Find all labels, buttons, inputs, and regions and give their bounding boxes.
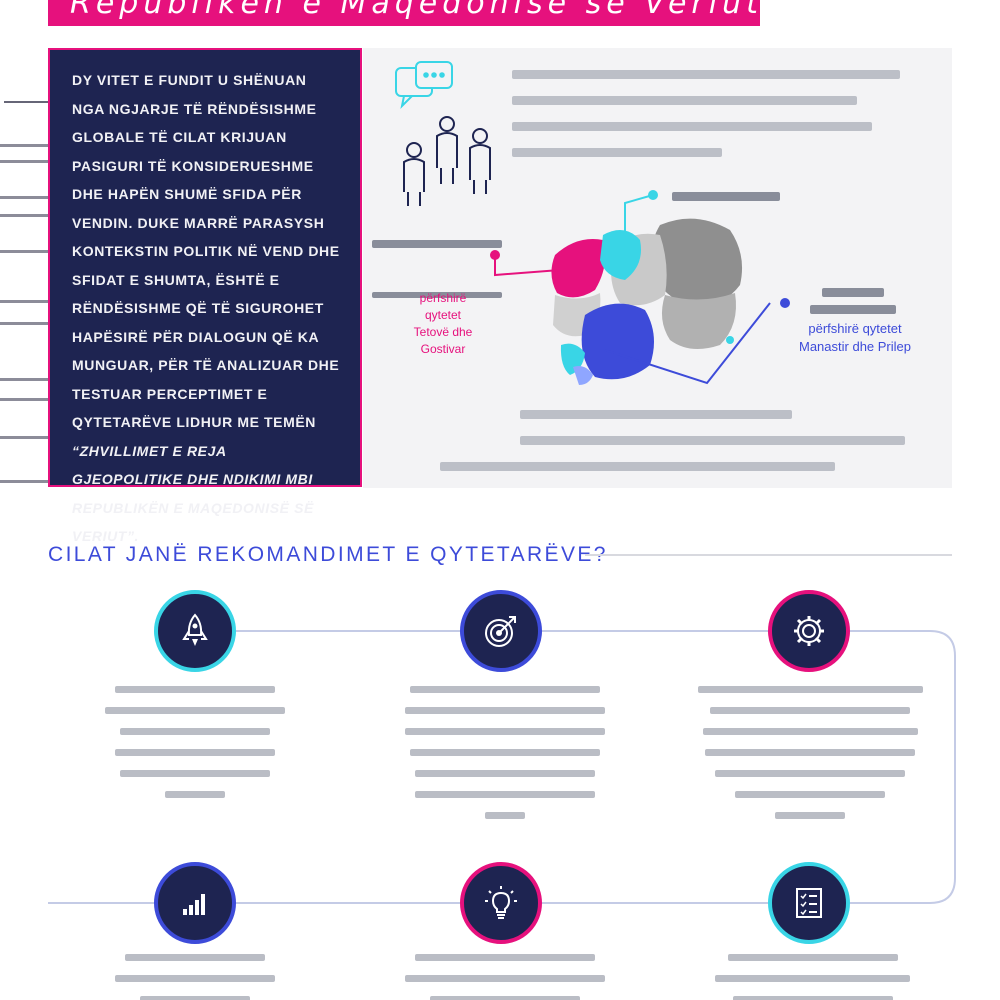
recommendation-4-badge [154, 862, 236, 944]
recommendation-1-text [95, 686, 295, 812]
map-note-west: përfshirë qytetet Tetovë dhe Gostivar [413, 291, 473, 356]
map-region-south [661, 293, 736, 349]
map-region-ohrid [573, 366, 593, 385]
flow-connector [48, 630, 956, 904]
bar-chart-icon [183, 894, 205, 915]
title-banner: Republikën e Maqedonisë së Veriut [48, 0, 760, 26]
regions-map [490, 190, 790, 385]
bleed-rule [4, 101, 78, 103]
map-region-pelagonia [581, 303, 654, 380]
checklist-icon [796, 888, 822, 918]
recommendation-3-text [695, 686, 925, 833]
map-region-skopje [600, 230, 641, 280]
map-region-northeast [651, 218, 743, 310]
recommendation-6-text [705, 954, 920, 1000]
people-icon [395, 61, 491, 206]
recommendation-5-text [400, 954, 610, 1000]
map-region-west-polog [551, 239, 606, 298]
recommendation-2-badge [460, 590, 542, 672]
lightbulb-icon [485, 886, 517, 919]
gear-icon [794, 616, 824, 646]
recommendations-title: CILAT JANË REKOMANDIMET E QYTETARËVE? [48, 543, 608, 566]
intro-emphasis: “Zhvillimet e reja gjeopolitike dhe ndik… [72, 442, 314, 545]
recommendation-1-badge [154, 590, 236, 672]
intro-text: Dy vitet e fundit u shënuan nga ngjarje … [72, 72, 340, 430]
target-icon [485, 616, 516, 647]
section-divider [585, 554, 952, 556]
recommendation-3-badge [768, 590, 850, 672]
recommendation-6-badge [768, 862, 850, 944]
rocket-icon [182, 613, 208, 646]
intro-paragraph: Dy vitet e fundit u shënuan nga ngjarje … [72, 66, 340, 551]
page-title: Republikën e Maqedonisë së Veriut [70, 0, 760, 21]
recommendation-4-text [100, 954, 290, 1000]
intro-box: Dy vitet e fundit u shënuan nga ngjarje … [48, 48, 362, 544]
recommendation-2-text [400, 686, 610, 833]
map-note-southwest: përfshirë qytetet Manastir dhe Prilep [799, 321, 911, 354]
recommendation-5-badge [460, 862, 542, 944]
